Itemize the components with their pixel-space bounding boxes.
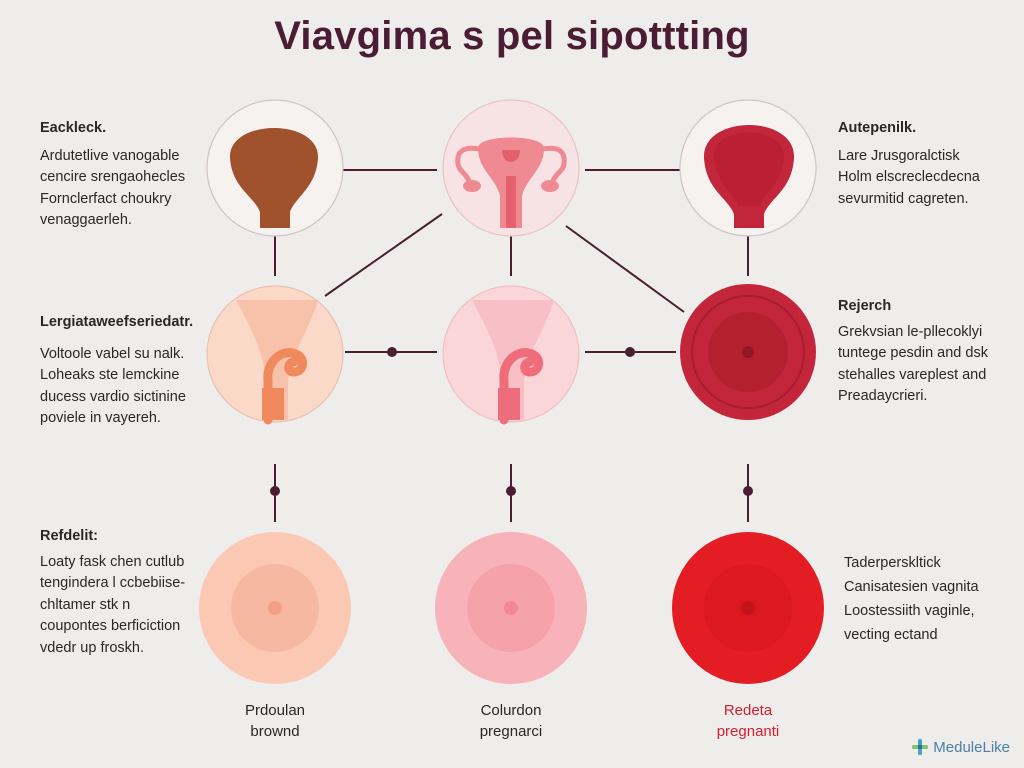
red-circle-icon — [672, 532, 824, 684]
block-line: vdedr up froskh. — [40, 639, 144, 656]
block-line: Fornclerfact choukry — [40, 190, 172, 207]
block-line: Voltoole vabel su nalk. — [40, 345, 185, 362]
block-heading: Lergiataweefseriedatr. — [40, 314, 194, 330]
caption-line: pregnanti — [716, 723, 780, 740]
connector-dot — [270, 486, 280, 496]
caption-line: Colurdon — [480, 702, 542, 719]
brand-name: MeduleLike — [933, 738, 1010, 756]
block-line: Canisatesien vagnita — [844, 579, 979, 595]
block-heading: Autepenilk. — [838, 120, 917, 136]
caption-line: Prdoulan — [244, 702, 306, 719]
brand-logo: MeduleLike — [911, 738, 1010, 756]
block-line: Loostessiith vaginle, — [844, 603, 975, 619]
caption-line: pregnarci — [479, 723, 543, 740]
connector-dots — [270, 347, 753, 496]
page-title: Viavgima s pel sipottting — [274, 14, 750, 58]
block-line: Holm elscreclecdecna — [838, 169, 980, 185]
connector-diagonal-left — [324, 213, 443, 297]
caption-left: Prdoulan brownd — [190, 700, 360, 742]
block-line: chltamer stk n — [40, 596, 131, 613]
text-block-bottom-right: Taderperskltick Canisatesien vagnita Loo… — [844, 551, 979, 647]
pink-circle-icon — [435, 532, 587, 684]
uterus-crimson-icon — [679, 99, 817, 237]
block-line: stehalles vareplest and — [838, 366, 987, 383]
uterus-pink-icon — [442, 285, 580, 425]
block-line: Lare Jrusgoralctisk — [838, 147, 960, 164]
block-line: cencire srengaohecles — [40, 169, 186, 185]
block-line: poviele in vayereh. — [40, 410, 161, 426]
block-line: tuntege pesdin and dsk — [838, 345, 988, 361]
connector-dot — [506, 486, 516, 496]
block-heading: Rejerch — [838, 298, 892, 314]
peach-circle-icon — [199, 532, 351, 684]
block-line: Preadaycrieri. — [838, 388, 928, 404]
uterus-reproductive-icon — [442, 99, 580, 237]
block-line: sevurmitid cagreten. — [838, 190, 969, 207]
block-heading: Eackleck. — [40, 120, 107, 136]
block-line: Loaty fask chen cutlub — [40, 553, 185, 570]
block-line: Ardutetlive vanogable — [40, 147, 180, 164]
medulelike-logo-icon — [912, 739, 929, 755]
block-line: ducess vardio sictinine — [40, 388, 186, 405]
text-block-top-left: Eackleck. Ardutetlive vanogable cencire … — [40, 118, 185, 232]
block-line: venaggaerleh. — [40, 212, 132, 228]
caption-center: Colurdon pregnarci — [426, 700, 596, 742]
block-heading: Refdelit: — [40, 528, 98, 544]
text-block-mid-right: Rejerch Grekvsian le-pllecoklyi tuntege … — [838, 296, 988, 408]
block-line: tengindera l ccbebiise- — [40, 575, 186, 591]
block-line: Grekvsian le-pllecoklyi — [838, 323, 983, 340]
uterus-peach-icon — [206, 285, 344, 425]
crimson-circle-icon — [680, 284, 816, 420]
text-block-top-right: Autepenilk. Lare Jrusgoralctisk Holm els… — [838, 118, 980, 210]
connector-diagonal-right — [565, 225, 685, 313]
block-line: coupontes berficiction — [40, 618, 181, 634]
caption-line: Redeta — [723, 702, 773, 719]
connector-dot — [625, 347, 635, 357]
connector-dot — [387, 347, 397, 357]
caption-line: brownd — [250, 723, 300, 740]
text-block-bottom-left: Refdelit: Loaty fask chen cutlub tengind… — [40, 526, 185, 659]
caption-right: Redeta pregnanti — [663, 700, 833, 742]
block-line: Loheaks ste lemckine — [40, 367, 180, 383]
block-line: Taderperskltick — [844, 555, 941, 571]
block-line: vecting ectand — [844, 627, 938, 643]
text-block-mid-left: Lergiataweefseriedatr. Voltoole vabel su… — [40, 312, 193, 430]
uterus-brown-icon — [206, 99, 344, 237]
connector-dot — [743, 486, 753, 496]
